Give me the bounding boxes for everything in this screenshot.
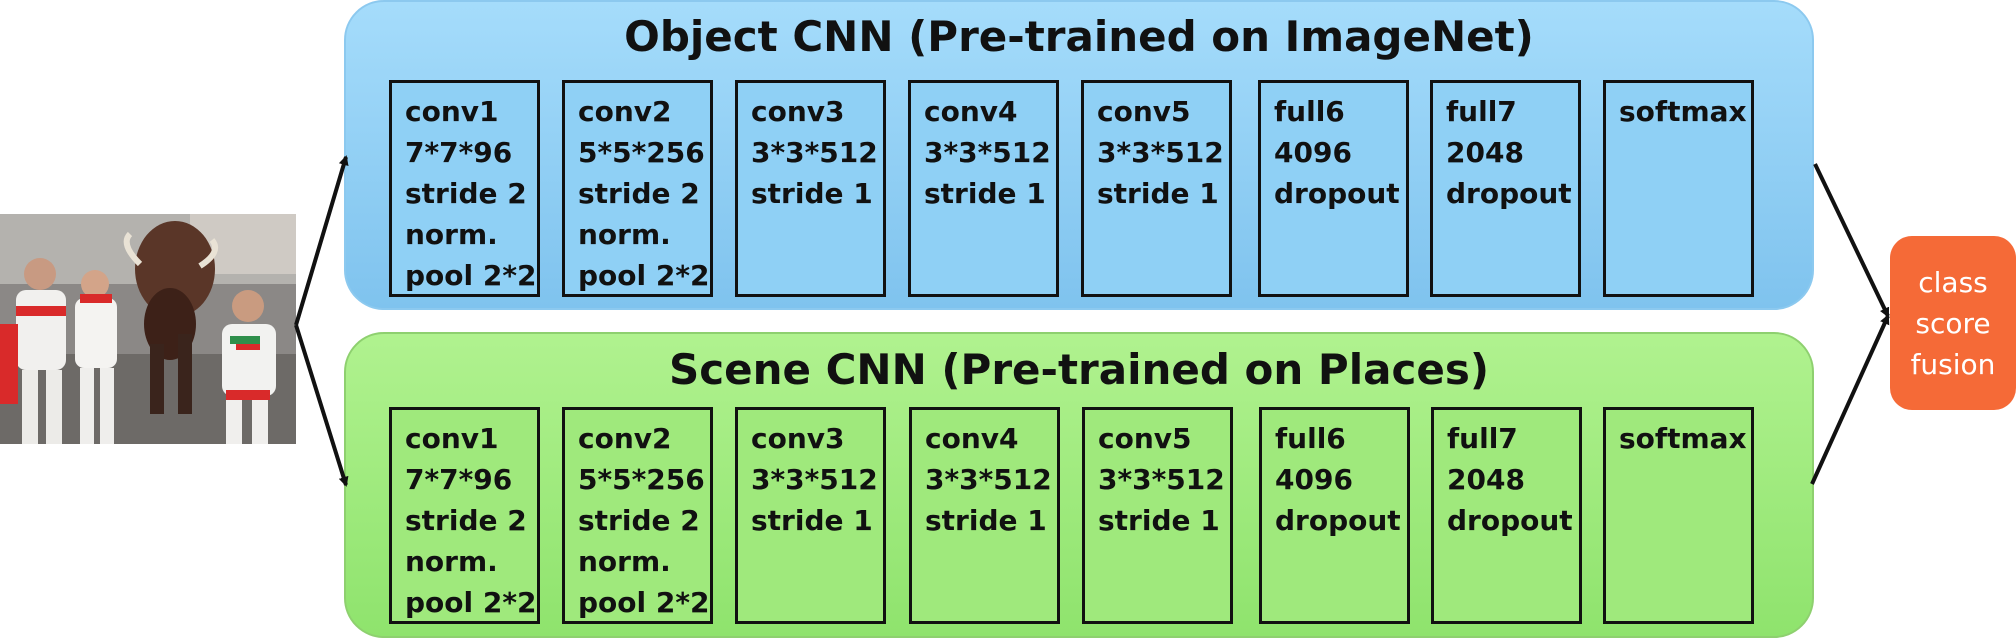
object-cnn-title: Object CNN (Pre-trained on ImageNet) [624,12,1534,61]
layer-param: 7*7*96 [405,463,513,496]
layer-param: 3*3*512 [1098,463,1225,496]
layer-param: 7*7*96 [405,136,513,169]
layer-name: conv1 [405,95,499,128]
object-layer-full6: full6 4096 dropout [1258,80,1409,297]
scene-layer-conv1: conv1 7*7*96 stride 2 norm. pool 2*2 [389,407,540,624]
layer-param: norm. [405,218,498,251]
object-layer-conv2: conv2 5*5*256 stride 2 norm. pool 2*2 [562,80,713,297]
object-layer-conv5: conv5 3*3*512 stride 1 [1081,80,1232,297]
layer-param: 4096 [1275,463,1353,496]
arrow-image-to-object-cnn [294,155,349,326]
layer-param: norm. [578,218,671,251]
input-image-illustration [0,214,296,444]
layer-param: 2048 [1447,463,1525,496]
object-layer-softmax: softmax [1603,80,1754,297]
layer-param: 3*3*512 [925,463,1052,496]
layer-name: conv1 [405,422,499,455]
layer-param: norm. [578,545,671,578]
object-layer-conv1: conv1 7*7*96 stride 2 norm. pool 2*2 [389,80,540,297]
scene-layer-conv2: conv2 5*5*256 stride 2 norm. pool 2*2 [562,407,713,624]
layer-param: stride 1 [751,504,873,537]
scene-layer-conv4: conv4 3*3*512 stride 1 [909,407,1060,624]
layer-param: stride 1 [1098,504,1220,537]
layer-param: dropout [1274,177,1400,210]
layer-param: stride 2 [578,504,700,537]
scene-layer-softmax: softmax [1603,407,1754,624]
layer-name: conv4 [924,95,1018,128]
arrow-image-to-scene-cnn [294,324,349,487]
layer-param: dropout [1446,177,1572,210]
layer-param: 4096 [1274,136,1352,169]
layer-param: pool 2*2 [405,586,537,619]
layer-param: 2048 [1446,136,1524,169]
class-score-fusion-box: class score fusion [1890,236,2016,410]
scene-layer-full7: full7 2048 dropout [1431,407,1582,624]
layer-name: full6 [1274,95,1345,128]
layer-name: conv3 [751,95,845,128]
fusion-label-line: fusion [1910,347,1996,381]
layer-param: stride 1 [751,177,873,210]
layer-param: stride 2 [405,177,527,210]
scene-layer-conv3: conv3 3*3*512 stride 1 [735,407,886,624]
layer-param: 3*3*512 [751,136,878,169]
layer-param: stride 2 [405,504,527,537]
layer-param: 5*5*256 [578,136,705,169]
object-cnn-panel: Object CNN (Pre-trained on ImageNet) con… [344,0,1814,310]
layer-param: pool 2*2 [578,586,710,619]
object-layer-full7: full7 2048 dropout [1430,80,1581,297]
layer-param: 3*3*512 [751,463,878,496]
layer-name: full6 [1275,422,1346,455]
layer-param: stride 1 [924,177,1046,210]
object-layer-conv4: conv4 3*3*512 stride 1 [908,80,1059,297]
layer-param: dropout [1447,504,1573,537]
layer-param: stride 1 [1097,177,1219,210]
layer-name: conv3 [751,422,845,455]
layer-param: stride 1 [925,504,1047,537]
scene-layer-full6: full6 4096 dropout [1259,407,1410,624]
arrow-scene-to-fusion [1810,314,1890,485]
scene-cnn-title: Scene CNN (Pre-trained on Places) [668,345,1490,394]
layer-param: norm. [405,545,498,578]
scene-layer-conv5: conv5 3*3*512 stride 1 [1082,407,1233,624]
layer-param: pool 2*2 [578,259,710,292]
layer-param: 3*3*512 [1097,136,1224,169]
layer-name: full7 [1446,95,1517,128]
layer-name: softmax [1619,422,1747,455]
layer-param: 3*3*512 [924,136,1051,169]
layer-name: softmax [1619,95,1747,128]
layer-param: pool 2*2 [405,259,537,292]
layer-name: full7 [1447,422,1518,455]
fusion-label-line: class [1918,265,1988,299]
layer-name: conv5 [1098,422,1192,455]
layer-name: conv4 [925,422,1019,455]
layer-name: conv2 [578,95,672,128]
layer-param: dropout [1275,504,1401,537]
layer-param: 5*5*256 [578,463,705,496]
layer-param: stride 2 [578,177,700,210]
object-layer-conv3: conv3 3*3*512 stride 1 [735,80,886,297]
input-image [0,214,296,444]
layer-name: conv2 [578,422,672,455]
layer-name: conv5 [1097,95,1191,128]
arrow-object-to-fusion [1813,163,1890,318]
fusion-label-line: score [1915,306,1991,340]
scene-cnn-panel: Scene CNN (Pre-trained on Places) conv1 … [344,332,1814,638]
